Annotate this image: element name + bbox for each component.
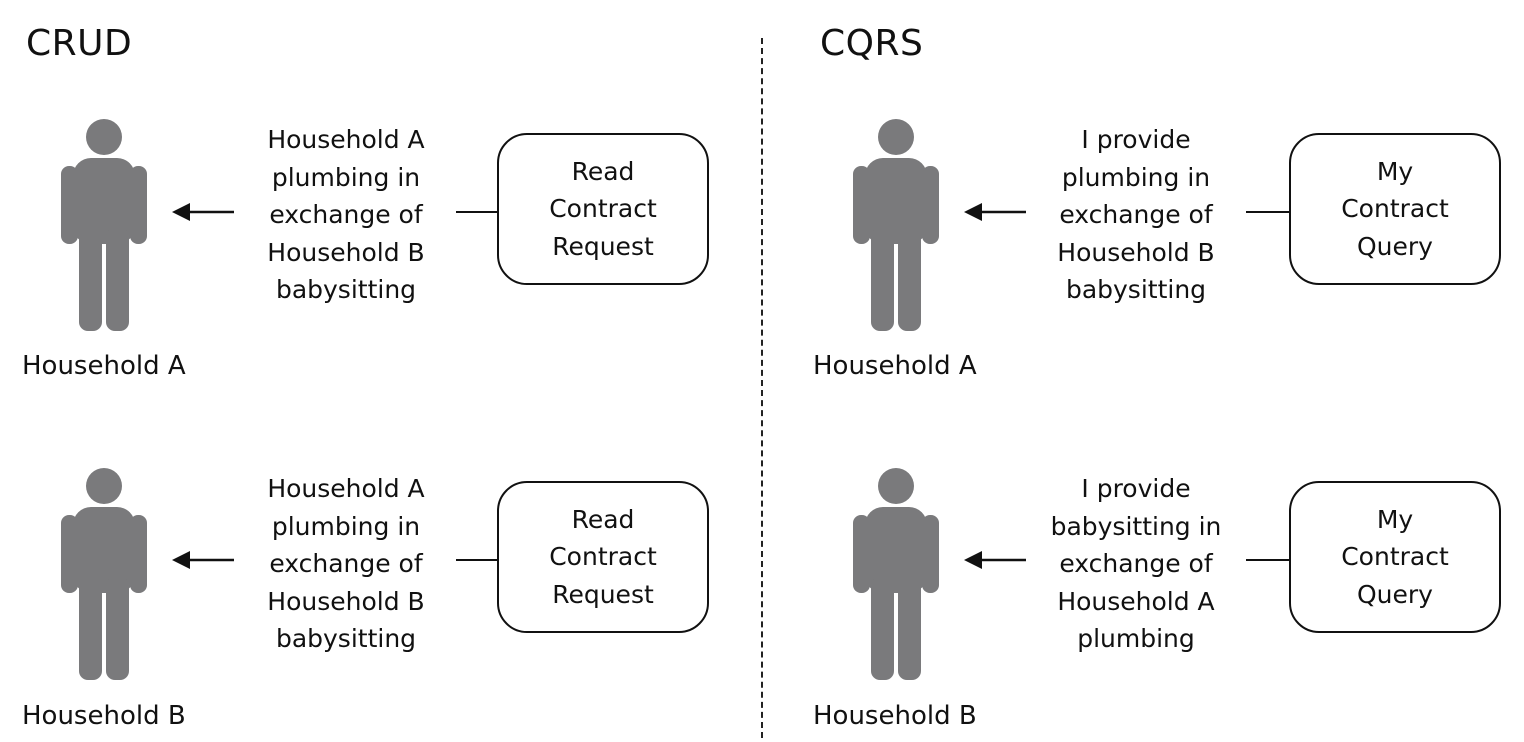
cqrs-title: CQRS [820, 23, 924, 64]
person-label: Household B [22, 701, 186, 731]
message-line: Household A [1057, 586, 1215, 616]
crud-title: CRUD [26, 23, 133, 64]
message-text: I provide babysitting in exchange of Hou… [1006, 470, 1266, 658]
connector-line [456, 211, 498, 213]
message-line: babysitting [275, 624, 417, 653]
message-line: babysitting [1065, 275, 1207, 304]
query-box: My Contract Query [1289, 133, 1501, 285]
message-line: Household A [267, 125, 425, 154]
box-line: Contract [549, 194, 657, 224]
box-line: Contract [1341, 194, 1449, 224]
arrow-left-icon [964, 202, 1026, 222]
message-line: Household B [267, 586, 425, 616]
box-line: Query [1357, 231, 1433, 261]
box-line: Read [571, 504, 635, 534]
message-line: plumbing in [271, 511, 421, 541]
connector-line [1246, 559, 1290, 561]
message-text: I provide plumbing in exchange of Househ… [1006, 121, 1266, 309]
box-line: Read [571, 156, 635, 186]
box-line: My [1376, 156, 1414, 186]
box-line: Query [1357, 579, 1433, 609]
message-line: Household B [267, 237, 425, 267]
message-line: plumbing in [1061, 162, 1211, 192]
person-icon [851, 118, 941, 333]
person-label: Household B [813, 701, 977, 731]
message-line: exchange of [269, 549, 423, 578]
message-text: Household A plumbing in exchange of Hous… [216, 470, 476, 658]
message-line: plumbing in [271, 162, 421, 192]
message-line: exchange of [269, 200, 423, 229]
message-line: babysitting [275, 275, 417, 304]
request-box: Read Contract Request [497, 481, 709, 633]
query-box: My Contract Query [1289, 481, 1501, 633]
message-line: Household B [1057, 237, 1215, 267]
person-label: Household A [813, 351, 977, 381]
message-text: Household A plumbing in exchange of Hous… [216, 121, 476, 309]
message-line: exchange of [1059, 549, 1213, 578]
box-line: Request [552, 579, 654, 609]
message-line: babysitting in [1050, 511, 1222, 541]
person-label: Household A [22, 351, 186, 381]
message-line: Household A [267, 474, 425, 503]
message-line: exchange of [1059, 200, 1213, 229]
panel-divider [761, 38, 763, 738]
person-icon [59, 118, 149, 333]
message-line: I provide [1081, 474, 1191, 503]
message-line: plumbing [1077, 624, 1195, 653]
connector-line [1246, 211, 1290, 213]
person-icon [59, 467, 149, 682]
arrow-left-icon [964, 550, 1026, 570]
arrow-left-icon [172, 202, 234, 222]
arrow-left-icon [172, 550, 234, 570]
person-icon [851, 467, 941, 682]
connector-line [456, 559, 498, 561]
box-line: Contract [1341, 542, 1449, 572]
box-line: Contract [549, 542, 657, 572]
box-line: Request [552, 231, 654, 261]
box-line: My [1376, 504, 1414, 534]
message-line: I provide [1081, 125, 1191, 154]
request-box: Read Contract Request [497, 133, 709, 285]
